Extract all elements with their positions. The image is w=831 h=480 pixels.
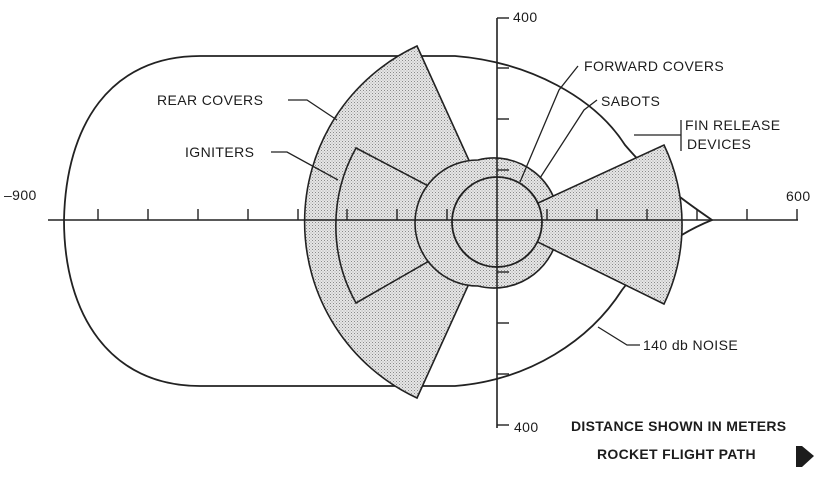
noise-leader	[597, 326, 640, 346]
y-bottom-label: 400	[514, 419, 539, 435]
fin-release-label-line1: FIN RELEASE	[685, 117, 780, 133]
rear-covers-leader	[288, 99, 338, 121]
leader-lines	[271, 65, 682, 346]
flight-path-note: ROCKET FLIGHT PATH	[597, 446, 756, 462]
sabots-label: SABOTS	[601, 93, 660, 109]
x-max-label: 600	[786, 188, 811, 204]
fin-release-label-line2: DEVICES	[687, 136, 751, 152]
forward-covers-label: FORWARD COVERS	[584, 58, 724, 74]
fin-release-zone	[495, 143, 683, 306]
igniters-label: IGNITERS	[185, 144, 254, 160]
x-min-label: –900	[4, 187, 37, 203]
rear-covers-label: REAR COVERS	[157, 92, 263, 108]
distance-note: DISTANCE SHOWN IN METERS	[571, 418, 786, 434]
forward-covers-leader	[519, 65, 579, 183]
y-top-label: 400	[513, 9, 538, 25]
sabots-leader	[539, 99, 598, 179]
arrow-right-icon	[796, 446, 814, 467]
x-axis-ticks	[97, 209, 798, 220]
noise-label: 140 db NOISE	[643, 337, 738, 353]
igniters-leader	[271, 151, 339, 181]
y-axis-ticks	[497, 17, 509, 426]
